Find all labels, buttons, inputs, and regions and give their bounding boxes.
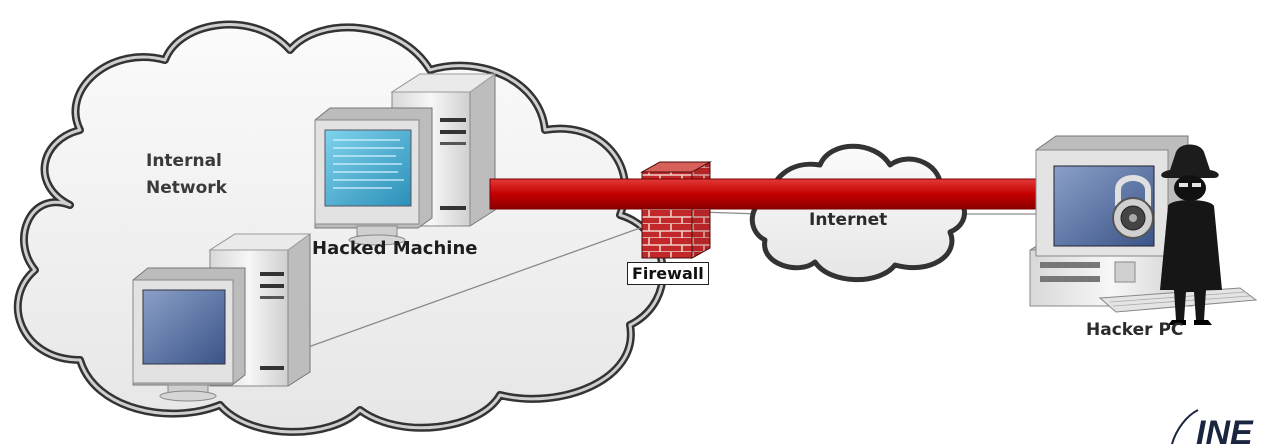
- svg-text:INE: INE: [1196, 414, 1254, 446]
- internet-label: Internet: [809, 210, 888, 230]
- firewall-label: Firewall: [627, 262, 709, 285]
- internal-computer-icon: [132, 233, 312, 402]
- internal-network-label-line1: Internal: [146, 151, 222, 171]
- firewall-icon: [640, 161, 712, 259]
- internal-network-label-line2: Network: [146, 178, 227, 198]
- ine-logo: INE: [1171, 409, 1254, 446]
- hacker-pc-icon: [1029, 135, 1258, 325]
- hacked-machine-icon: [314, 73, 497, 246]
- hacked-machine-label: Hacked Machine: [312, 238, 478, 259]
- hacker-pc-label: Hacker PC: [1086, 320, 1184, 340]
- internal-network-label: Internal Network: [146, 148, 227, 202]
